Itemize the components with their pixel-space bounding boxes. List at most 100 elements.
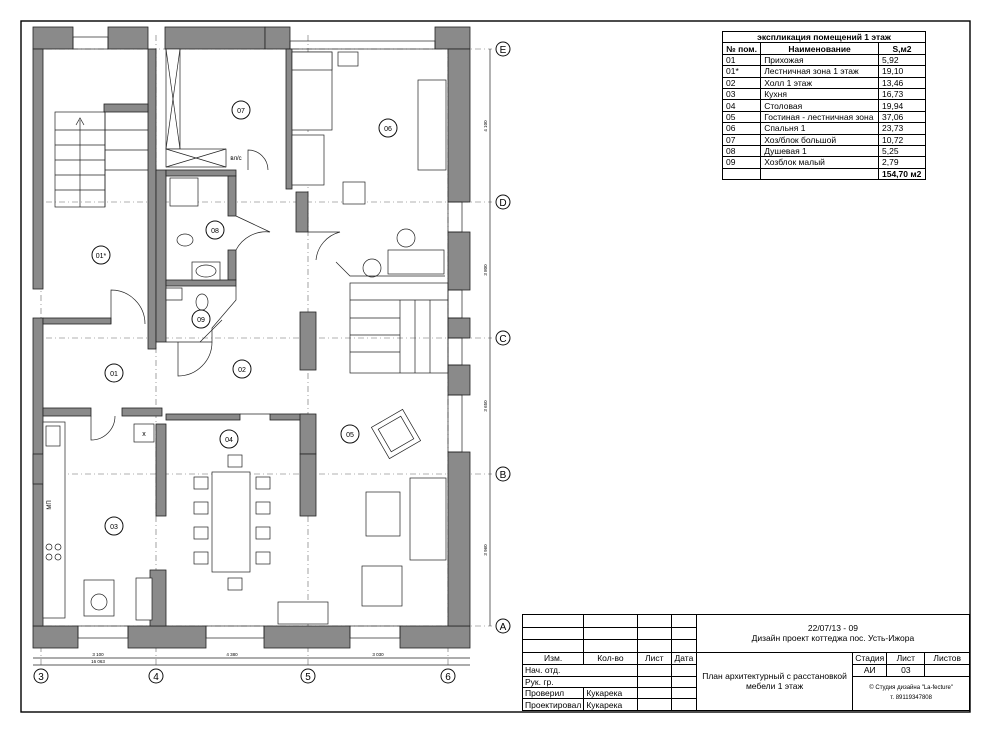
- stamp-studio: © Студия дизайна "La-fecture": [869, 685, 953, 692]
- cell-area: 5,92: [878, 53, 926, 67]
- stamp-project: Дизайн проект коттеджа пос. Усть-Ижора: [751, 633, 915, 644]
- room-label-03: 03: [110, 524, 118, 531]
- cell-name: Холл 1 этаж: [760, 76, 879, 89]
- interior-walls: [32, 48, 317, 627]
- dim-bottom-total: 16 063: [91, 659, 105, 664]
- dim-bottom-1: 3 100: [92, 652, 104, 657]
- stamp-ruk-gr: Рук. гр.: [522, 675, 638, 689]
- axis-marker-b: B: [500, 470, 507, 481]
- cell-num: 02: [721, 76, 762, 89]
- storage-furniture: [165, 48, 227, 168]
- cell-area: 2,79: [878, 156, 926, 169]
- cell-num: 08: [721, 144, 762, 158]
- title-block: 22/07/13 - 09 Дизайн проект коттеджа пос…: [521, 614, 971, 712]
- cell-name: Гостиная - лестничная зона: [760, 110, 879, 124]
- dim-bottom-2: 4 380: [226, 652, 238, 657]
- dim-right-3: 3 650: [483, 400, 488, 412]
- cell-empty: [760, 167, 879, 181]
- windows: [72, 36, 463, 639]
- stamp-proektiroval-name: Кукарека: [583, 698, 638, 711]
- sheet-frame: [20, 20, 971, 713]
- cell-name: Спальня 1: [760, 122, 879, 135]
- cell-num: 05: [721, 110, 762, 124]
- room-label-08: 08: [211, 228, 219, 235]
- explication-header-name: Наименование: [760, 42, 879, 55]
- kitchen-furniture: [42, 421, 155, 621]
- cell-name: Душевая 1: [760, 144, 879, 158]
- bathroom-fixtures: [165, 177, 237, 343]
- room-label-04: 04: [225, 437, 233, 444]
- dining-furniture: [193, 454, 329, 625]
- cell-num: 09: [721, 156, 762, 169]
- cell-name: Хоз/блок большой: [760, 133, 879, 146]
- stamp-list-value: 03: [886, 664, 926, 677]
- stamp-studio-cell: © Студия дизайна "La-fecture" т. 8911934…: [852, 675, 970, 712]
- axis-marker-c: C: [499, 334, 506, 345]
- living-furniture: [361, 408, 447, 607]
- explication-total-row: 154,70 м2: [721, 167, 926, 181]
- explication-title: экспликация помещений 1 этаж: [722, 30, 926, 44]
- room-labels: 01* 01 02 03 04 05 06 07 08 09: [91, 100, 398, 536]
- stamp-col-izm: Изм.: [521, 651, 585, 666]
- axis-marker-3: 3: [38, 672, 44, 683]
- axis-marker-6: 6: [445, 672, 451, 683]
- stamp-col-kol: Кол-во: [583, 651, 638, 666]
- stamp-col-data: Дата: [671, 651, 697, 666]
- stamp-listov-label: Листов: [924, 651, 970, 666]
- cell-area: 23,73: [878, 122, 926, 135]
- dim-right-4: 3 960: [483, 544, 488, 556]
- wc-label: вл/с: [230, 156, 241, 162]
- room-label-05: 05: [346, 432, 354, 439]
- axis-marker-d: D: [499, 198, 506, 209]
- axis-marker-a: A: [500, 622, 507, 633]
- stamp-stadia-label: Стадия: [852, 651, 888, 666]
- mt-label: МП: [47, 500, 53, 509]
- cell-name: Лестничная зона 1 этаж: [760, 65, 879, 78]
- cell-name: Хозблок малый: [760, 156, 879, 169]
- cell-name: Столовая: [760, 99, 879, 112]
- stamp-list-label: Лист: [886, 651, 926, 666]
- cell-num: 01: [721, 53, 762, 67]
- cell-empty: [721, 167, 762, 181]
- dim-right-1: 4 100: [483, 120, 488, 132]
- explication-header-area: S,м2: [878, 42, 926, 55]
- stamp-proveril-name: Кукарека: [583, 686, 638, 700]
- cell-area: 10,72: [878, 133, 926, 146]
- doors: [90, 149, 341, 441]
- stamp-nach-otd: Нач. отд.: [522, 664, 638, 677]
- cell-area: 19,94: [878, 99, 926, 112]
- room-label-01s: 01*: [96, 253, 107, 260]
- cell-area: 19,10: [878, 65, 926, 78]
- cell-num: 04: [721, 99, 762, 112]
- stamp-sheet-title: План архитектурный с расстановкой мебели…: [695, 651, 854, 712]
- stamp-proveril: Проверил: [521, 686, 585, 700]
- cell-num: 01*: [721, 65, 762, 78]
- stamp-col-list: Лист: [636, 651, 673, 666]
- cell-name: Кухня: [760, 87, 879, 101]
- cell-name: Прихожая: [760, 53, 879, 67]
- cell-num: 07: [721, 133, 762, 146]
- room-label-01: 01: [110, 371, 118, 378]
- explication-table: экспликация помещений 1 этаж № пом. Наим…: [721, 30, 926, 181]
- x-label: x: [142, 431, 146, 438]
- staircase-left: [54, 111, 148, 208]
- explication-total: 154,70 м2: [878, 167, 926, 181]
- staircase-right: [349, 282, 449, 374]
- axis-letter-markers: E D C B A: [495, 41, 511, 634]
- outer-walls: [32, 26, 471, 649]
- stamp-project-cell: 22/07/13 - 09 Дизайн проект коттеджа пос…: [695, 614, 971, 653]
- room-label-07: 07: [237, 108, 245, 115]
- axis-number-markers: 3 4 5 6: [33, 668, 456, 684]
- dimension-lines: 3 100 4 380 3 030 16 063 4 100 3 800 3 6…: [33, 49, 491, 666]
- stamp-stadia-value: АИ: [852, 664, 888, 677]
